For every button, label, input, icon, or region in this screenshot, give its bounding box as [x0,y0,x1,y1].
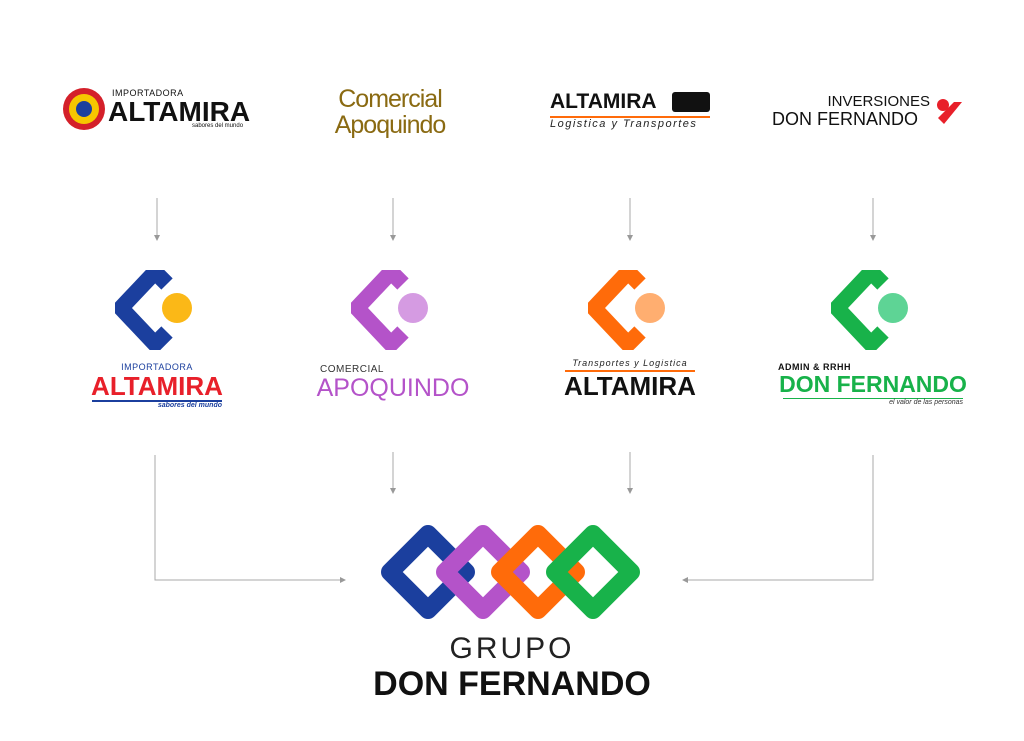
brand-name: ALTAMIRA [91,371,223,401]
new-logo-comercial-apoquindo: COMERCIAL APOQUINDO [293,270,493,401]
old-logo-altamira-logistica: ALTAMIRA Logistica y Transportes [550,90,715,130]
brand-name: APOQUINDO [316,374,470,402]
globe-icon [63,88,105,130]
group-chain-logo [381,525,640,619]
c-logo-icon [773,270,973,350]
group-line2: DON FERNANDO [373,665,651,703]
brand-small-text: COMERCIAL [320,364,384,375]
arrow-4-to-group [682,455,874,583]
group-name: GRUPO DON FERNANDO [362,632,662,702]
brand-name: ALTAMIRA [564,371,696,401]
brand-line2: Apoquindo [334,111,447,139]
old-logo-importadora-altamira: Importadora ALTAMIRA sabores del mundo [62,86,252,134]
old-logo-comercial-apoquindo: Comercial Apoquindo [320,86,460,138]
brand-small-text: Importadora [121,362,193,372]
brand-small-text: ADMIN & RRHH [778,362,851,372]
new-logo-importadora-altamira: Importadora ALTAMIRA sabores del mundo [57,270,257,409]
brand-line2: DON FERNANDO [772,109,919,129]
brand-small-text: Transportes y Logistica [572,358,688,368]
brand-tagline: sabores del mundo [192,123,244,129]
heart-icon [937,99,962,124]
brand-name: ALTAMIRA [550,90,657,113]
c-logo-icon [530,270,730,350]
brand-line1: INVERSIONES [827,93,930,110]
arrow-1-to-group [154,455,346,583]
brand-small-text: Importadora [112,88,184,98]
brand-tagline: Logistica y Transportes [550,118,698,130]
brand-name: DON FERNANDO [779,371,967,397]
old-logo-inversiones-don-fernando: INVERSIONES DON FERNANDO [772,94,967,129]
brand-name: ALTAMIRA [108,96,251,127]
truck-icon [672,92,710,112]
brand-line1: Comercial [338,85,443,113]
brand-tagline: el valor de las personas [783,398,963,406]
c-logo-icon [57,270,257,350]
brand-tagline: sabores del mundo [92,400,222,409]
chain-link-green [546,525,640,619]
group-line1: GRUPO [449,632,575,665]
new-logo-altamira-transportes: Transportes y Logistica ALTAMIRA [530,270,730,400]
new-logo-don-fernando-admin: ADMIN & RRHH DON FERNANDO el valor de la… [773,270,973,406]
c-logo-icon [293,270,493,350]
